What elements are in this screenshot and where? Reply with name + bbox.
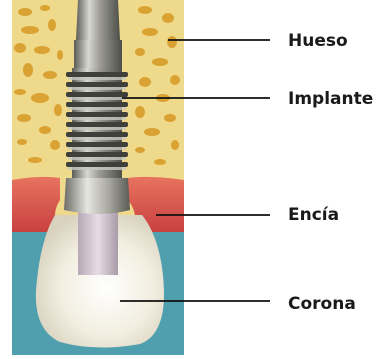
label-implant: Implante xyxy=(288,89,373,109)
implant-abutment xyxy=(64,178,130,214)
label-crown: Corona xyxy=(288,294,356,314)
label-bone: Hueso xyxy=(288,31,348,51)
crown-inner-cavity xyxy=(78,205,118,275)
implant-screw xyxy=(66,68,128,188)
label-gum: Encía xyxy=(288,205,339,225)
implant-neck xyxy=(74,40,122,68)
